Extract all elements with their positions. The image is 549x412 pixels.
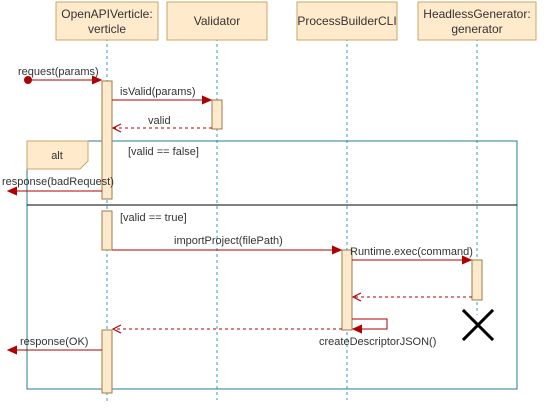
message-is-valid-label: isValid(params) (120, 86, 196, 98)
message-valid-return: valid (113, 115, 212, 128)
participant-generator-line1: HeadlessGenerator: (423, 7, 530, 21)
message-import-project-label: importProject(filePath) (174, 235, 283, 247)
alt-fragment: alt [valid == false] [valid == true] (26, 140, 518, 390)
message-is-valid: isValid(params) (112, 86, 211, 100)
message-valid-return-label: valid (148, 115, 171, 127)
activation-generator (471, 259, 483, 301)
alt-operator-label: alt (51, 150, 63, 162)
participant-validator[interactable]: Validator (166, 1, 268, 41)
alt-guard-false: [valid == false] (128, 146, 199, 158)
message-runtime-exec: Runtime.exec(command) (350, 246, 473, 260)
activation-verticle-2 (101, 210, 113, 251)
participant-cli[interactable]: ProcessBuilderCLI (296, 1, 398, 41)
destroy-marker-icon (461, 308, 495, 342)
message-request: request(params) (18, 66, 101, 84)
participant-validator-label: Validator (194, 14, 240, 28)
participant-cli-label: ProcessBuilderCLI (297, 14, 396, 28)
participant-verticle-line1: OpenAPIVerticle: (61, 7, 152, 21)
message-response-bad-label: response(badRequest) (2, 176, 114, 188)
participant-generator[interactable]: HeadlessGenerator: generator (417, 1, 537, 41)
participant-verticle[interactable]: OpenAPIVerticle: verticle (55, 1, 159, 41)
alt-operator-tab (26, 140, 89, 170)
message-request-label: request(params) (18, 66, 99, 78)
message-create-descriptor-label: createDescriptorJSON() (319, 336, 436, 348)
message-import-project: importProject(filePath) (112, 235, 341, 250)
activation-cli (341, 249, 353, 331)
activation-verticle-1 (101, 80, 113, 200)
message-response-bad: response(badRequest) (2, 176, 114, 191)
activation-verticle-3 (101, 329, 113, 394)
participant-verticle-line2: verticle (88, 22, 126, 36)
message-response-ok-label: response(OK) (20, 336, 88, 348)
participant-generator-line2: generator (451, 22, 502, 36)
activations (101, 80, 483, 394)
message-response-ok: response(OK) (8, 336, 102, 350)
activation-validator (211, 99, 223, 130)
message-runtime-exec-label: Runtime.exec(command) (350, 246, 473, 258)
message-create-descriptor: createDescriptorJSON() (319, 318, 436, 348)
alt-guard-true: [valid == true] (120, 212, 187, 224)
